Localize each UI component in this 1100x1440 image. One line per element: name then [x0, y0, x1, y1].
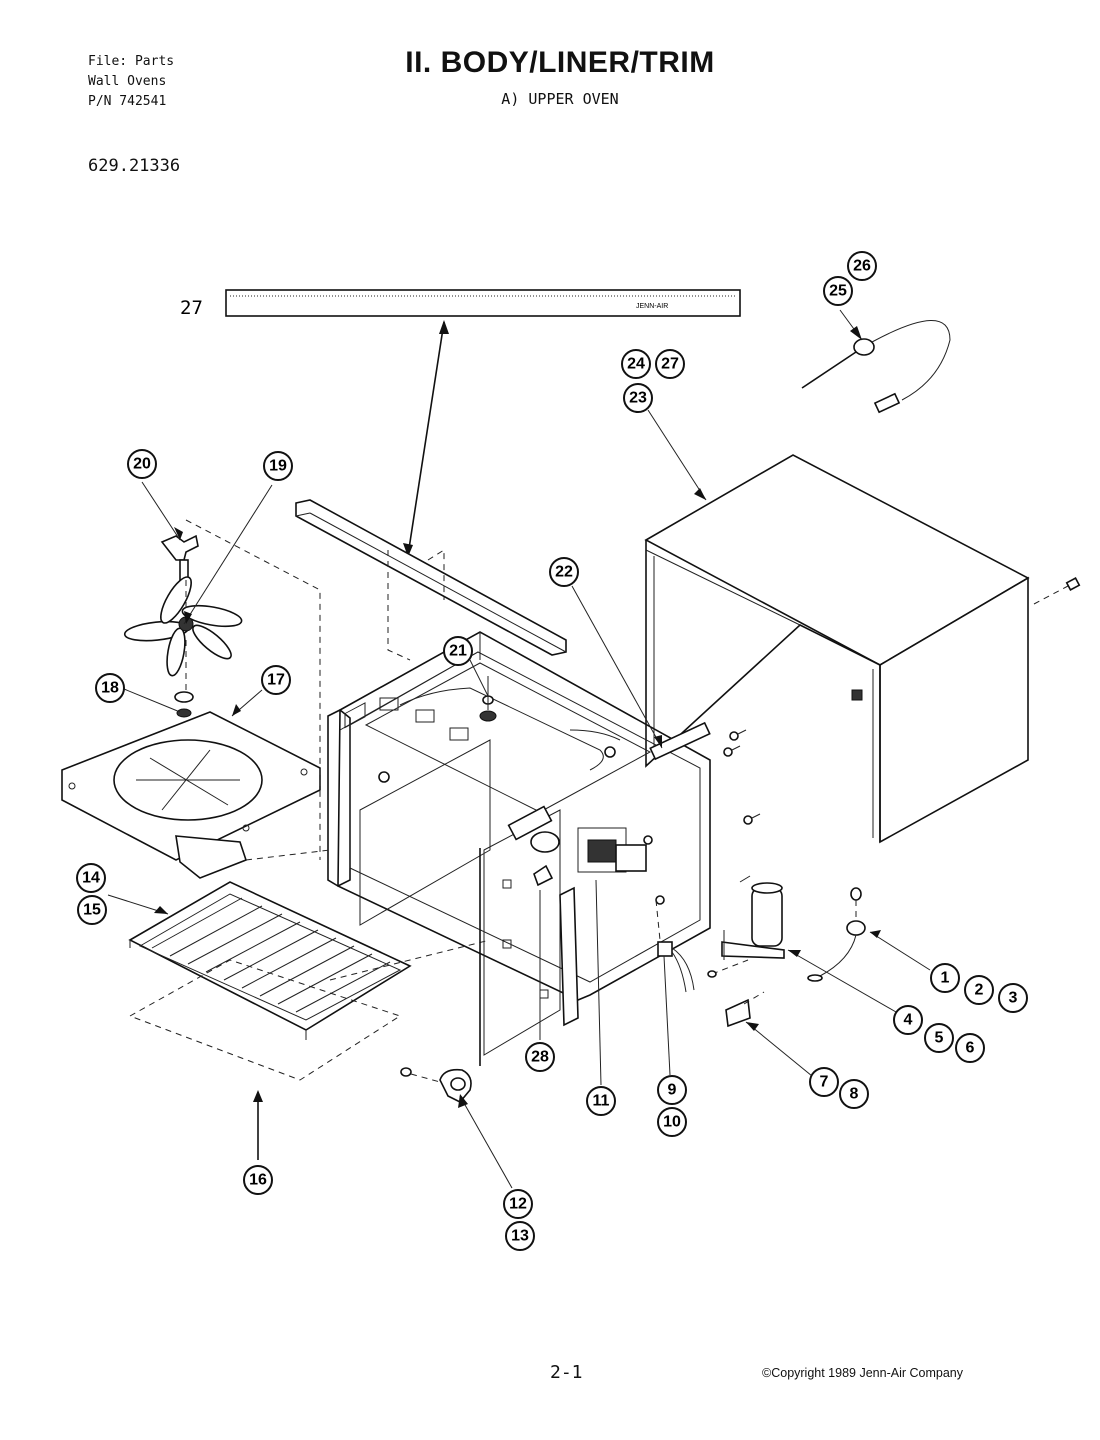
svg-text:2: 2: [975, 982, 984, 999]
svg-text:24: 24: [627, 356, 645, 373]
trim-strip-brand: JENN-AIR: [636, 303, 668, 310]
sensor-plug: [807, 887, 866, 982]
callout-15: 15: [77, 895, 107, 925]
light-assembly: [707, 875, 785, 978]
svg-text:13: 13: [511, 1228, 529, 1245]
callout-14: 14: [76, 863, 106, 893]
callout-9: 9: [657, 1075, 687, 1105]
callout-5: 5: [924, 1023, 954, 1053]
svg-text:16: 16: [249, 1172, 267, 1189]
outer-wrapper: [644, 454, 1030, 844]
svg-text:3: 3: [1009, 990, 1018, 1007]
svg-text:10: 10: [663, 1114, 681, 1131]
callout-25: 25: [823, 276, 853, 306]
callout-13: 13: [505, 1221, 535, 1251]
bulb-cover: [400, 848, 481, 1103]
fan-baffle: [61, 711, 321, 879]
callout-18: 18: [95, 673, 125, 703]
model-number: 629.21336: [88, 156, 181, 176]
callout-10: 10: [657, 1107, 687, 1137]
callout-24: 24: [621, 349, 651, 379]
callout-19: 19: [263, 451, 293, 481]
svg-text:28: 28: [531, 1049, 549, 1066]
svg-text:15: 15: [83, 902, 101, 919]
svg-text:18: 18: [101, 680, 119, 697]
callout-17: 17: [261, 665, 291, 695]
callout-28: 28: [525, 1042, 555, 1072]
trim-strip: [225, 289, 741, 317]
callout-1: 1: [930, 963, 960, 993]
svg-text:26: 26: [853, 258, 871, 275]
callout-16: 16: [243, 1165, 273, 1195]
page-number: 2-1: [550, 1362, 583, 1383]
callout-3: 3: [998, 983, 1028, 1013]
callout-4: 4: [893, 1005, 923, 1035]
part-number-line: P/N 742541: [88, 94, 167, 109]
svg-text:21: 21: [449, 643, 467, 660]
svg-text:11: 11: [593, 1093, 610, 1110]
svg-text:20: 20: [133, 456, 151, 473]
trim-strip-label: 27: [180, 297, 203, 319]
svg-text:5: 5: [935, 1030, 944, 1047]
trim-strip-part: 27 JENN-AIR: [180, 289, 741, 319]
svg-text:8: 8: [850, 1086, 859, 1103]
file-header: File: Parts Wall Ovens P/N 742541: [88, 52, 174, 112]
svg-text:7: 7: [820, 1074, 829, 1091]
category-line: Wall Ovens: [88, 74, 167, 89]
svg-text:25: 25: [829, 283, 847, 300]
liner-frame: [327, 631, 711, 1056]
callout-8: 8: [839, 1079, 869, 1109]
svg-text:4: 4: [904, 1012, 913, 1029]
callout-21: 21: [443, 636, 473, 666]
convection-fan-assembly: [123, 534, 243, 718]
callout-23: 23: [623, 383, 653, 413]
callout-12: 12: [503, 1189, 533, 1219]
gasket-bar: [295, 499, 567, 656]
callout-22: 22: [549, 557, 579, 587]
callout-7: 7: [809, 1067, 839, 1097]
bracket-22: [649, 721, 711, 761]
trim-arrow: [407, 321, 445, 556]
meat-probe: [801, 320, 951, 414]
file-line: File: Parts: [88, 54, 175, 69]
bracket-7: [725, 998, 751, 1028]
page-title: II. BODY/LINER/TRIM: [405, 46, 715, 79]
svg-text:1: 1: [941, 970, 950, 987]
switch-9: [655, 899, 695, 993]
svg-text:23: 23: [629, 390, 647, 407]
callout-6: 6: [955, 1033, 985, 1063]
svg-text:22: 22: [555, 564, 573, 581]
svg-text:17: 17: [267, 672, 285, 689]
callout-26: 26: [847, 251, 877, 281]
svg-text:9: 9: [668, 1082, 677, 1099]
svg-text:14: 14: [82, 870, 100, 887]
svg-text:6: 6: [966, 1040, 975, 1057]
svg-text:27: 27: [661, 356, 679, 373]
callouts: 1 2 3 4 5 6 7 8 9 10 11 12 13 14 15 16 1…: [76, 251, 1028, 1251]
callout-27: 27: [655, 349, 685, 379]
callout-20: 20: [127, 449, 157, 479]
callout-11: 11: [586, 1086, 616, 1116]
oven-rack: [128, 881, 412, 1040]
svg-text:12: 12: [509, 1196, 527, 1213]
page-subtitle: A) UPPER OVEN: [501, 90, 619, 108]
copyright-notice: ©Copyright 1989 Jenn-Air Company: [762, 1366, 963, 1380]
svg-text:19: 19: [269, 458, 287, 475]
nut-21: [479, 710, 497, 722]
callout-2: 2: [964, 975, 994, 1005]
